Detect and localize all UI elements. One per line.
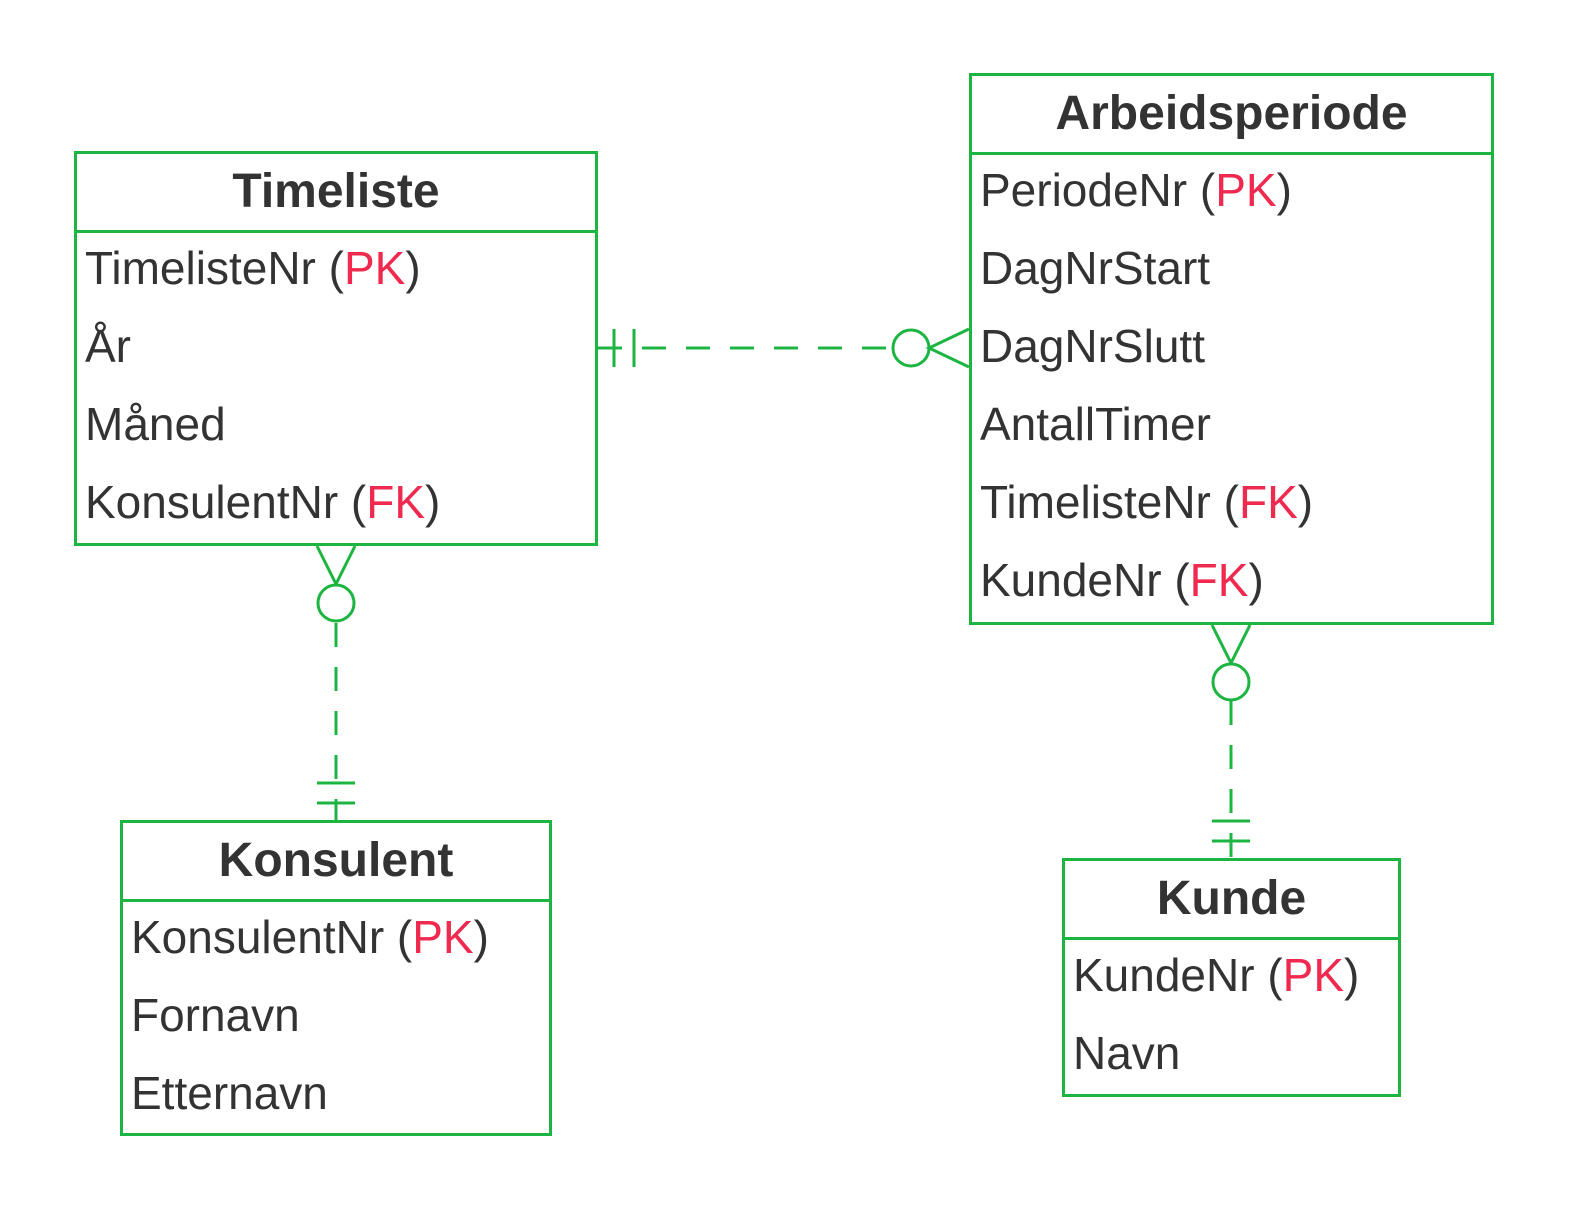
entity-konsulent[interactable]: Konsulent KonsulentNr (PK) Fornavn Etter…: [120, 820, 552, 1136]
attribute-row: KundeNr (FK): [980, 554, 1264, 606]
cardinality-zero-circle: [1211, 662, 1251, 702]
attribute-name: År: [85, 320, 131, 372]
relationship-kunde-arbeidsperiode: [1210, 624, 1252, 858]
attribute-row: Måned: [77, 389, 595, 467]
attribute-name: Måned: [85, 398, 226, 450]
attribute-name: TimelisteNr: [980, 476, 1211, 528]
primary-key-label: PK: [1282, 949, 1345, 1001]
relationship-konsulent-timeliste: [315, 545, 357, 820]
attribute-name: DagNrSlutt: [980, 320, 1205, 372]
attribute-row: KundeNr (PK): [1073, 949, 1360, 1001]
attribute-row: KonsulentNr (PK): [131, 911, 489, 963]
attribute-name: KonsulentNr: [85, 476, 339, 528]
attribute-row: DagNrStart: [972, 233, 1491, 311]
attribute-row: Etternavn: [123, 1058, 549, 1136]
attribute-row: KonsulentNr (FK): [85, 476, 441, 528]
attribute-name: KonsulentNr: [131, 911, 385, 963]
foreign-key-label: FK: [1189, 554, 1249, 606]
attribute-name: AntallTimer: [980, 398, 1211, 450]
attribute-row: PeriodeNr (PK): [980, 164, 1292, 216]
relationship-timeliste-arbeidsperiode: [598, 327, 970, 369]
foreign-key-label: FK: [366, 476, 426, 528]
attribute-name: DagNrStart: [980, 242, 1211, 294]
entity-title: Timeliste: [77, 154, 595, 233]
attribute-row: TimelisteNr (FK): [980, 476, 1314, 528]
attribute-row: Navn: [1065, 1018, 1398, 1096]
entity-arbeidsperiode[interactable]: Arbeidsperiode PeriodeNr (PK) DagNrStart…: [969, 73, 1494, 625]
cardinality-many-crowfoot: [315, 545, 357, 588]
entity-kunde[interactable]: Kunde KundeNr (PK) Navn: [1062, 858, 1401, 1097]
attribute-row: År: [77, 311, 595, 389]
attribute-row: AntallTimer: [972, 389, 1491, 467]
attribute-name: Navn: [1073, 1027, 1181, 1079]
cardinality-many-crowfoot: [925, 327, 970, 369]
foreign-key-label: FK: [1238, 476, 1298, 528]
entity-title: Konsulent: [123, 823, 549, 902]
cardinality-zero-circle: [316, 583, 356, 623]
primary-key-label: PK: [1215, 164, 1277, 216]
primary-key-label: PK: [343, 242, 406, 294]
entity-timeliste[interactable]: Timeliste TimelisteNr (PK) År Måned Kons…: [74, 151, 598, 546]
attribute-name: Fornavn: [131, 989, 300, 1041]
entity-title: Arbeidsperiode: [972, 76, 1491, 155]
cardinality-many-crowfoot: [1210, 624, 1252, 667]
attribute-name: KundeNr: [1073, 949, 1255, 1001]
attribute-row: DagNrSlutt: [972, 311, 1491, 389]
entity-title: Kunde: [1065, 861, 1398, 940]
cardinality-zero-circle: [891, 328, 931, 368]
attribute-row: TimelisteNr (PK): [85, 242, 421, 294]
attribute-name: PeriodeNr: [980, 164, 1188, 216]
attribute-name: Etternavn: [131, 1067, 328, 1119]
attribute-name: KundeNr: [980, 554, 1162, 606]
primary-key-label: PK: [412, 911, 474, 963]
attribute-row: Fornavn: [123, 980, 549, 1058]
attribute-name: TimelisteNr: [85, 242, 316, 294]
